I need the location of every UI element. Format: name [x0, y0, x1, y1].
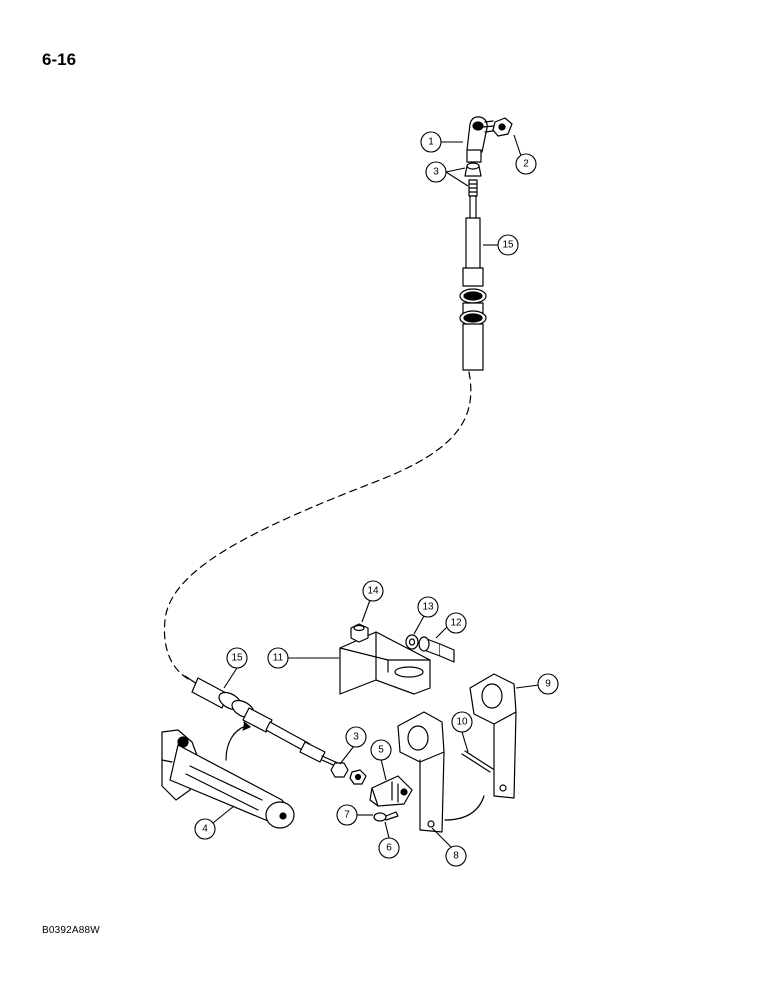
assembly-arrow-arm	[444, 795, 485, 821]
nut-part-2	[492, 117, 513, 137]
nut-lower	[349, 769, 367, 785]
washer-part-13	[405, 634, 419, 650]
cylinder-part-4	[161, 729, 295, 829]
callout-15-upper	[497, 234, 519, 256]
callout-7	[336, 804, 358, 826]
threaded-stud	[468, 179, 478, 197]
callout-14-label: 14	[367, 586, 379, 597]
lower-cable-part-15	[184, 675, 341, 769]
callout-13	[417, 596, 439, 618]
callout-12	[445, 612, 467, 634]
callout-11	[267, 647, 289, 669]
callout-5	[370, 739, 392, 761]
spring-pin-part-10	[461, 750, 494, 773]
callout-12-label: 12	[450, 618, 462, 629]
figure-code: B0392A88W	[42, 925, 100, 936]
callout-3-upper-label: 3	[433, 167, 439, 178]
cable-routing-dashed	[163, 371, 472, 681]
jam-nut-part-3-upper	[464, 162, 482, 177]
pin-part-6	[373, 811, 399, 822]
callout-10	[451, 711, 473, 733]
callout-2-label: 2	[523, 159, 529, 170]
callout-10-label: 10	[456, 717, 468, 728]
callout-6-label: 6	[386, 843, 392, 854]
callout-15-lower	[226, 647, 248, 669]
callout-15-lower-label: 15	[231, 653, 243, 664]
clevis-part-5	[369, 775, 413, 807]
bracket-part-11	[339, 631, 431, 695]
callout-15-upper-label: 15	[502, 240, 514, 251]
callout-6	[378, 837, 400, 859]
callout-13-label: 13	[422, 602, 434, 613]
jam-nut-part-3-lower	[330, 762, 349, 778]
callout-1	[420, 131, 442, 153]
assembly-arrow-cylinder	[225, 725, 247, 761]
callout-11-label: 11	[273, 653, 284, 664]
arm-part-9	[469, 673, 517, 799]
bolt-part-12	[418, 636, 455, 663]
callout-1-label: 1	[428, 137, 434, 148]
upper-cable-part-15	[459, 195, 487, 371]
callout-8	[445, 845, 467, 867]
callout-14	[362, 580, 384, 602]
callout-3-lower	[345, 726, 367, 748]
callout-8-label: 8	[453, 851, 459, 862]
callout-2	[515, 153, 537, 175]
callout-5-label: 5	[378, 745, 384, 756]
nut-part-14	[350, 623, 369, 643]
rod-end-part-1	[466, 116, 495, 163]
callout-9	[537, 673, 559, 695]
callout-4	[194, 818, 216, 840]
arm-part-8	[397, 711, 445, 833]
callout-7-label: 7	[344, 810, 350, 821]
callout-3-lower-label: 3	[353, 732, 359, 743]
callout-4-label: 4	[202, 824, 208, 835]
callout-3-upper	[425, 161, 447, 183]
page-number: 6-16	[42, 50, 77, 69]
callout-9-label: 9	[545, 679, 551, 690]
